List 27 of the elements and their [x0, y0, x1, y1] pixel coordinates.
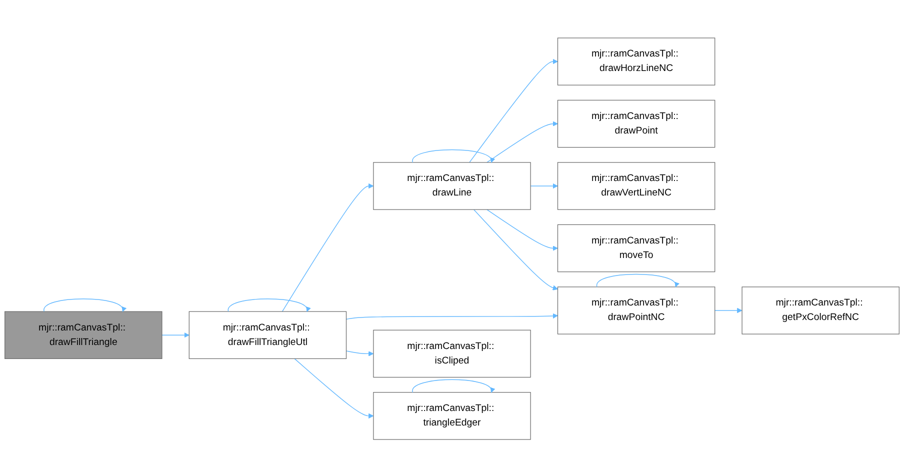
arrow [346, 350, 374, 357]
arrow [486, 121, 558, 164]
arrow [714, 308, 742, 314]
node-box: mjr::ramCanvasTpl:: getPxColorRefNC [742, 286, 900, 335]
arrow [530, 184, 558, 189]
arrow [346, 314, 558, 320]
arrow [412, 150, 494, 164]
node-box: mjr::ramCanvasTpl:: drawLine [373, 162, 531, 210]
arrow [228, 298, 310, 312]
arrow [473, 210, 558, 291]
arrow [486, 210, 558, 252]
arrow [294, 358, 374, 419]
node-box: mjr::ramCanvasTpl:: drawPoint [557, 100, 716, 148]
node-box: mjr::ramCanvasTpl:: drawVertLineNC [557, 162, 716, 210]
node-box: mjr::ramCanvasTpl:: triangleEdger [373, 392, 531, 440]
node-box: mjr::ramCanvasTpl:: drawHorzLineNC [557, 38, 716, 86]
arrow [469, 59, 558, 164]
arrow [162, 332, 190, 338]
node-box: mjr::ramCanvasTpl:: isCliped [373, 330, 531, 378]
node-box: mjr::ramCanvasTpl:: drawFillTriangleUtl [188, 312, 347, 360]
node-box: mjr::ramCanvasTpl:: moveTo [557, 224, 716, 272]
arrow [282, 184, 374, 312]
node-box: mjr::ramCanvasTpl:: drawPointNC [557, 286, 716, 335]
arrow [44, 298, 125, 312]
arrow [412, 380, 494, 394]
arrow [596, 274, 678, 288]
node-box: mjr::ramCanvasTpl:: drawFillTriangle [4, 312, 162, 360]
